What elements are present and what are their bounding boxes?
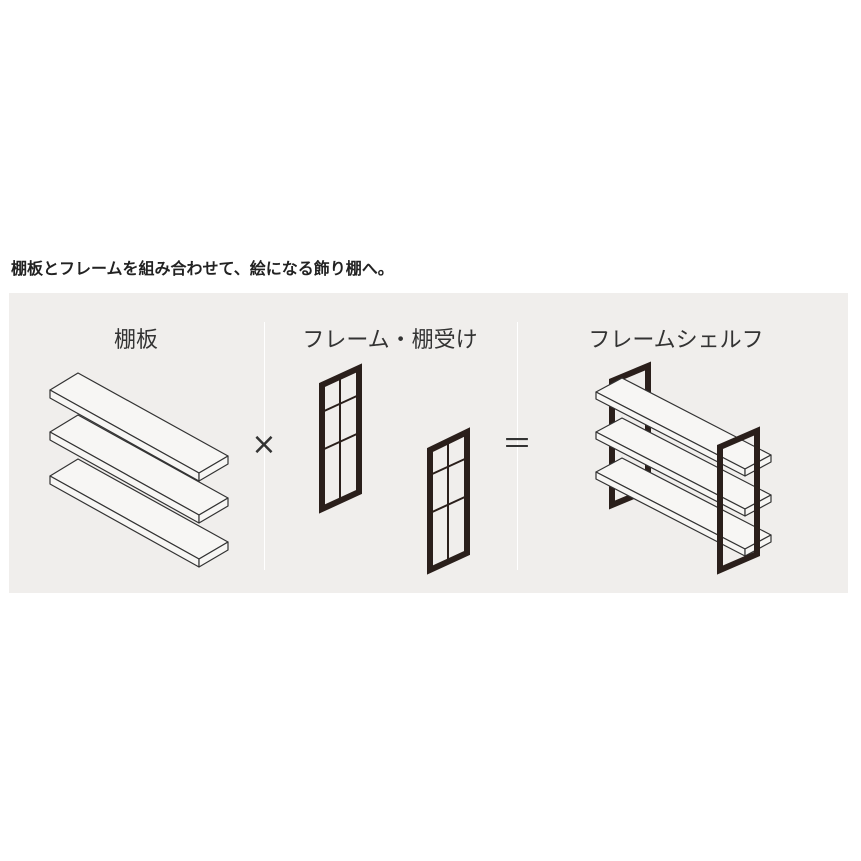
frame-left [319,363,362,514]
column-divider-1 [264,322,265,570]
headline: 棚板とフレームを組み合わせて、絵になる飾り棚へ。 [11,259,394,278]
label-frame-shelf: フレームシェルフ [588,328,764,353]
equals-operator: ＝ [502,427,532,462]
column-divider-2 [517,322,518,570]
times-operator: × [251,427,277,462]
frame-shelf-assembly [595,361,772,575]
label-frame-brackets: フレーム・棚受け [302,328,478,353]
shelf-boards-stack [49,372,229,568]
frame-right [427,427,470,575]
shelf-board-1 [49,372,229,482]
label-shelf-boards: 棚板 [113,328,159,353]
shelf-board-3 [49,458,229,568]
shelf-board-2 [49,414,229,524]
assembled-shelf-bottom [595,457,772,557]
